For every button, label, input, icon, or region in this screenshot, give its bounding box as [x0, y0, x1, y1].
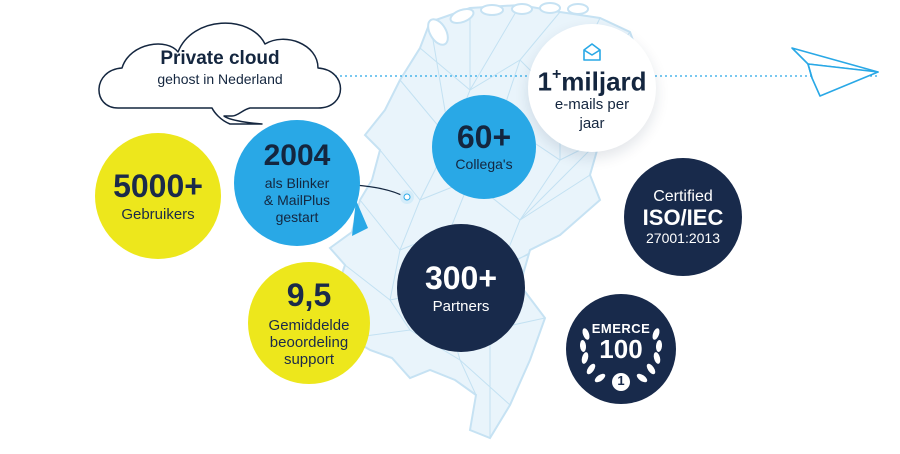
rating-circle: 9,5 Gemiddelde beoordeling support: [248, 262, 370, 384]
emerce-circle: EMERCE 100 1: [566, 294, 676, 404]
colleagues-circle: 60+ Collega's: [432, 95, 536, 199]
partners-value: 300+: [424, 259, 498, 296]
certified-line-3: 27001:2013: [646, 230, 720, 246]
founded-line-2: & MailPlus: [263, 191, 331, 208]
founded-circle: 2004 als Blinker & MailPlus gestart: [234, 120, 360, 246]
location-dot: [403, 193, 411, 201]
rating-line-2: beoordeling: [269, 333, 349, 351]
users-circle: 5000+ Gebruikers: [95, 133, 221, 259]
founded-line-3: gestart: [275, 208, 319, 225]
paper-plane-icon: [791, 47, 879, 97]
partners-label: Partners: [432, 297, 490, 315]
emails-plus: +: [551, 65, 562, 83]
emails-label-1: e-mails per: [554, 96, 630, 114]
rating-value: 9,5: [286, 276, 332, 313]
cloud-subtitle: gehost in Nederland: [157, 71, 283, 87]
cloud-title: Private cloud: [160, 48, 280, 69]
emails-label-2: jaar: [579, 115, 605, 133]
envelope-icon: [583, 42, 601, 61]
users-label: Gebruikers: [121, 205, 195, 223]
users-value: 5000+: [113, 167, 203, 204]
emails-value: 1+miljard: [537, 63, 646, 96]
colleagues-value: 60+: [456, 119, 512, 155]
cloud-label: Private cloud gehost in Nederland: [120, 48, 320, 88]
emails-unit: miljard: [561, 66, 647, 97]
cloud-icon: [98, 22, 342, 125]
wadden-islands: [427, 2, 589, 46]
map-triangle: [352, 200, 368, 236]
founded-line-1: als Blinker: [264, 174, 330, 191]
certified-line-1: Certified: [653, 188, 713, 205]
partners-circle: 300+ Partners: [397, 224, 525, 352]
rating-line-3: support: [283, 350, 335, 368]
founded-value: 2004: [263, 138, 331, 172]
laurel-wreath-icon: [579, 328, 663, 391]
emerce-line-2: 100: [599, 334, 643, 364]
certified-circle: Certified ISO/IEC 27001:2013: [624, 158, 742, 276]
certified-line-2: ISO/IEC: [642, 205, 724, 230]
emerce-rank: 1: [617, 373, 625, 388]
emails-number: 1: [537, 66, 552, 97]
rating-line-1: Gemiddelde: [268, 316, 350, 334]
rank-medal-icon: [612, 373, 630, 391]
colleagues-label: Collega's: [455, 156, 513, 172]
emails-circle: 1+miljard e-mails per jaar: [528, 24, 656, 152]
emerce-line-1: EMERCE: [591, 321, 651, 336]
